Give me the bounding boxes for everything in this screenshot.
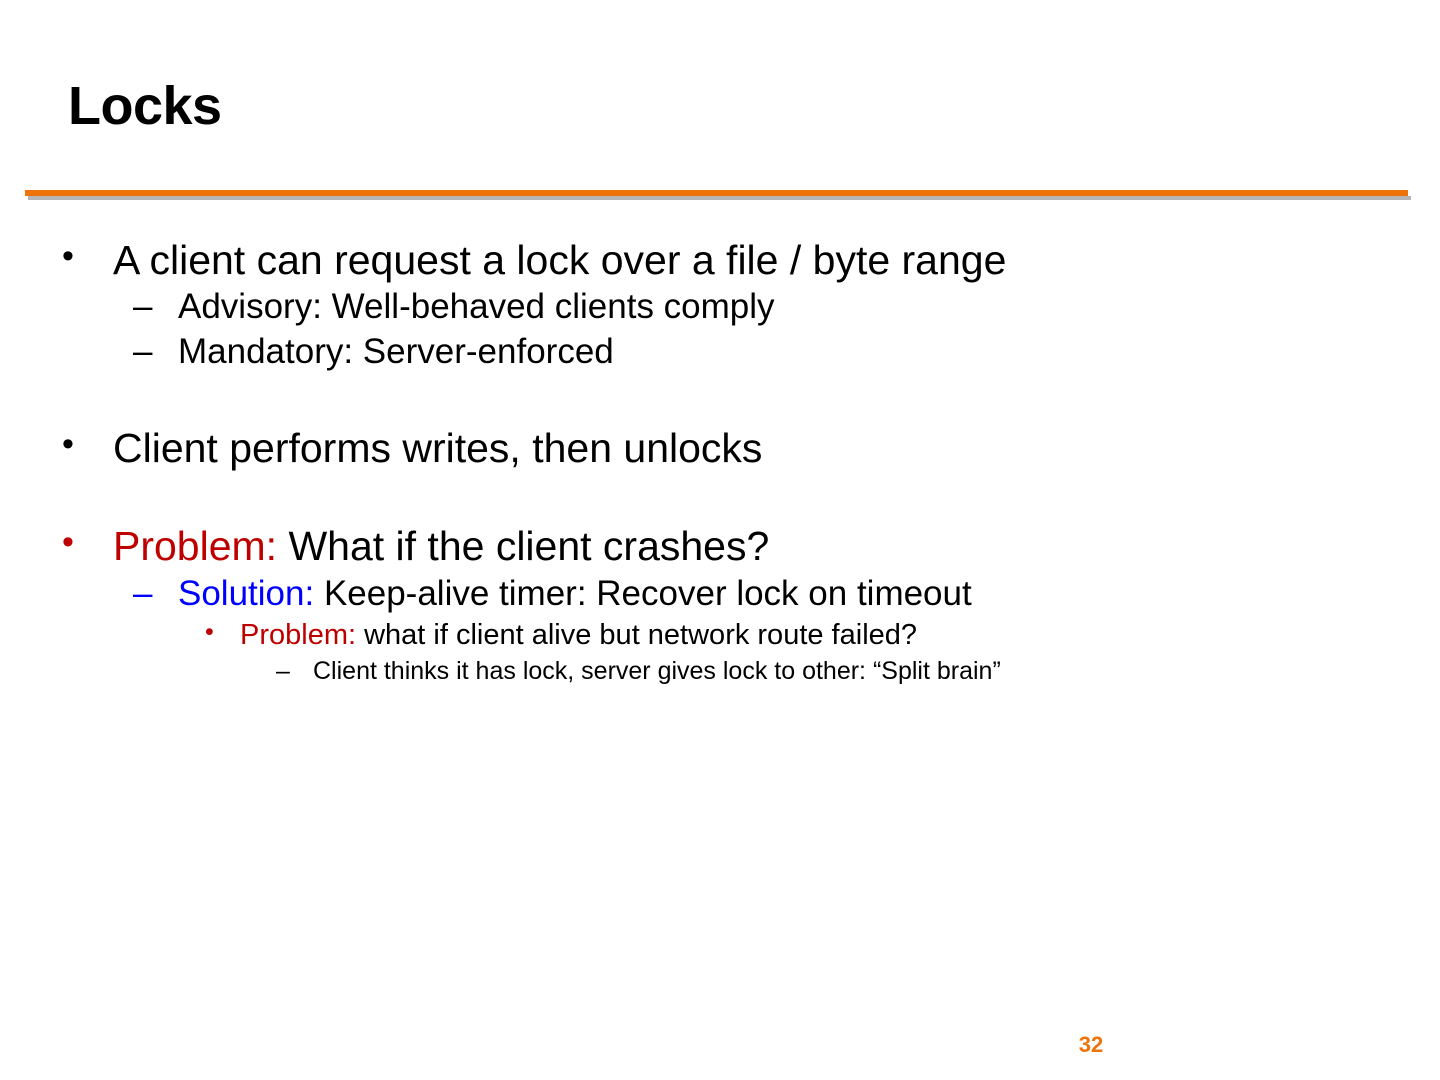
bullet-dot-icon: • — [62, 237, 74, 275]
bullet-dot-icon: • — [62, 523, 74, 562]
bullet-text: Client thinks it has lock, server gives … — [313, 657, 1001, 686]
title-rule-shadow — [28, 196, 1411, 200]
slide-body: • A client can request a lock over a fil… — [0, 236, 1440, 691]
bullet-text: Client performs writes, then unlocks — [113, 424, 763, 471]
bullet-level3-problem-network: • Problem: what if client alive but netw… — [0, 617, 1440, 653]
spacer — [0, 376, 1440, 424]
bullet-text: Advisory: Well-behaved clients comply — [178, 287, 775, 327]
spacer — [0, 474, 1440, 522]
bullet-dot-icon: • — [62, 424, 74, 463]
solution-label: Solution: — [178, 573, 315, 613]
dash-icon: – — [276, 657, 290, 686]
bullet-text: Problem: what if client alive but networ… — [240, 617, 1440, 653]
bullet-text: Mandatory: Server-enforced — [178, 332, 614, 372]
problem-label: Problem: — [113, 523, 278, 570]
title-divider-rule — [25, 190, 1408, 196]
bullet-level4-split-brain: – Client thinks it has lock, server give… — [0, 655, 1440, 689]
page-number: 32 — [1078, 1032, 1104, 1057]
dash-icon: – — [133, 573, 153, 613]
bullet-dot-icon: • — [205, 618, 214, 647]
bullet-level2-mandatory: – Mandatory: Server-enforced — [0, 331, 1440, 374]
solution-body: Keep-alive timer: Recover lock on timeou… — [314, 573, 972, 613]
problem-body: What if the client crashes? — [277, 523, 770, 570]
bullet-text: Solution: Keep-alive timer: Recover lock… — [178, 573, 1440, 616]
bullet-level2-solution-keepalive: – Solution: Keep-alive timer: Recover lo… — [0, 573, 1440, 616]
problem-label: Problem: — [240, 619, 357, 652]
bullet-text: A client can request a lock over a file … — [113, 237, 1007, 283]
bullet-level2-advisory: – Advisory: Well-behaved clients comply — [0, 286, 1440, 329]
bullet-text: Problem: What if the client crashes? — [113, 522, 1440, 570]
bullet-level1-client-request: • A client can request a lock over a fil… — [0, 236, 1440, 284]
problem-body: what if client alive but network route f… — [356, 619, 918, 652]
dash-icon: – — [133, 287, 153, 327]
bullet-level1-client-writes: • Client performs writes, then unlocks — [0, 424, 1440, 472]
page-title: Locks — [68, 76, 222, 136]
bullet-level1-problem-crash: • Problem: What if the client crashes? — [0, 522, 1440, 570]
dash-icon: – — [133, 332, 153, 372]
